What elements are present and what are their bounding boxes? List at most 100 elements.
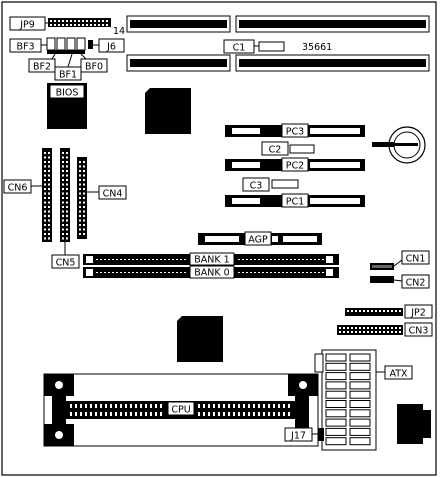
dimmpins-pin — [96, 272, 98, 273]
cn4-label: CN4 — [103, 189, 123, 200]
chipset-upper — [145, 88, 191, 134]
cn3-tag — [404, 322, 433, 337]
cn4pins-pin — [83, 192, 85, 195]
cpupins-pin — [130, 404, 132, 408]
cpupins-pin — [110, 404, 112, 408]
j6-label: J6 — [106, 42, 116, 53]
cn4pins-pin — [79, 170, 81, 172]
atx-pin-cell — [349, 353, 371, 362]
atx-pin-cell — [325, 427, 347, 436]
cn5pins-pin — [62, 228, 64, 231]
cn4pins-pin — [79, 165, 81, 168]
jp2pins-pin — [363, 310, 365, 312]
cn3pins-pin — [379, 327, 381, 329]
jp9-label: JP9 — [19, 20, 35, 31]
cn6pins-pin — [44, 165, 46, 168]
cn1-tag — [401, 250, 430, 265]
dimmpins-pin — [152, 272, 154, 273]
atx-pin-cell — [349, 400, 371, 408]
cpupins-pin — [288, 404, 290, 408]
atx-pin-cell — [325, 372, 347, 381]
cn5pins-pin — [62, 215, 64, 217]
cn6pins-pin — [44, 219, 46, 222]
jp2-tag — [404, 304, 433, 319]
dimmpins-pin — [180, 259, 182, 260]
cn5pins-pin — [62, 161, 64, 163]
cpupins-pin — [120, 404, 122, 408]
jp9pins-pin — [86, 20, 88, 22]
cn4pins-pin — [79, 183, 81, 186]
pc3-tag — [281, 123, 309, 138]
cn3pins-pin — [375, 327, 377, 329]
cn3pins-pin — [395, 331, 397, 333]
cn3pins-pin — [359, 331, 361, 333]
cn6pins-pin — [48, 170, 50, 172]
cn5-header — [60, 148, 70, 242]
cn5pins-pin — [62, 237, 64, 240]
jp2pins-pin — [383, 310, 385, 312]
dimmpins-pin — [250, 272, 252, 273]
cpupins-pin — [140, 404, 142, 408]
c2-capacitor — [289, 144, 315, 154]
cpupins-pin — [135, 404, 137, 408]
cn4pins-pin — [83, 233, 85, 235]
cpupins-pin — [115, 412, 117, 416]
atx-pin-cell — [325, 437, 347, 446]
agp-label: AGP — [248, 235, 268, 246]
dimmpins-pin — [112, 272, 114, 273]
dimmpins-pin — [104, 259, 106, 260]
dimmpins-pin — [298, 259, 300, 260]
dimmpins-pin — [238, 272, 240, 273]
cn3pins-pin — [355, 331, 357, 333]
dimmpins-pin — [116, 259, 118, 260]
c3-label: C3 — [250, 181, 263, 192]
cn4pins-pin — [79, 192, 81, 195]
dimmpins-pin — [120, 259, 122, 260]
jp9pins-pin — [98, 24, 100, 26]
cpupins-pin — [155, 404, 157, 408]
dimmpins-pin — [322, 272, 324, 273]
dimmpins-pin — [164, 259, 166, 260]
dimmpins-pin — [120, 272, 122, 273]
cn4pins-pin — [83, 174, 85, 177]
jp2pins-pin — [347, 310, 349, 312]
cn3pins-pin — [351, 331, 353, 333]
dimmpins-pin — [254, 259, 256, 260]
cn5pins-pin — [66, 188, 68, 190]
dimmpins-pin — [294, 259, 296, 260]
bf2-tag — [28, 58, 56, 73]
cn6pins-pin — [48, 183, 50, 186]
dimmpins-pin — [246, 272, 248, 273]
cn6pins-pin — [48, 192, 50, 195]
cn6pins-pin — [48, 179, 50, 181]
jp9pins-pin — [106, 20, 108, 22]
jp9pins-pin — [54, 20, 56, 22]
cpupins-pin — [198, 412, 200, 416]
dimmpins-pin — [278, 272, 280, 273]
cn5pins-pin — [62, 197, 64, 199]
jp2pins-pin — [355, 310, 357, 312]
cn5pins-pin — [66, 224, 68, 226]
pc3-label: PC3 — [286, 127, 304, 138]
cn5pins-pin — [66, 210, 68, 213]
cpupins-pin — [125, 412, 127, 416]
dimmpins-pin — [310, 272, 312, 273]
cpupins-pin — [263, 404, 265, 408]
cn5pins-pin — [66, 215, 68, 217]
cn5pins-pin — [62, 201, 64, 204]
dimmpins-pin — [302, 272, 304, 273]
dimmpins-pin — [144, 272, 146, 273]
dimmpins-pin — [298, 272, 300, 273]
cpupins-pin — [203, 404, 205, 408]
c2-label: C2 — [269, 145, 282, 156]
cn2-label: CN2 — [406, 278, 426, 289]
dimmpins-pin — [266, 259, 268, 260]
pc1-tag — [281, 193, 309, 208]
cpupins-pin — [268, 412, 270, 416]
isa-slots — [126, 15, 430, 72]
pc2-label: PC2 — [286, 161, 304, 172]
cn4pins-pin — [79, 161, 81, 163]
cn5pins-pin — [66, 206, 68, 208]
jp9pins-pin — [66, 24, 68, 26]
cn4pins-pin — [79, 188, 81, 190]
